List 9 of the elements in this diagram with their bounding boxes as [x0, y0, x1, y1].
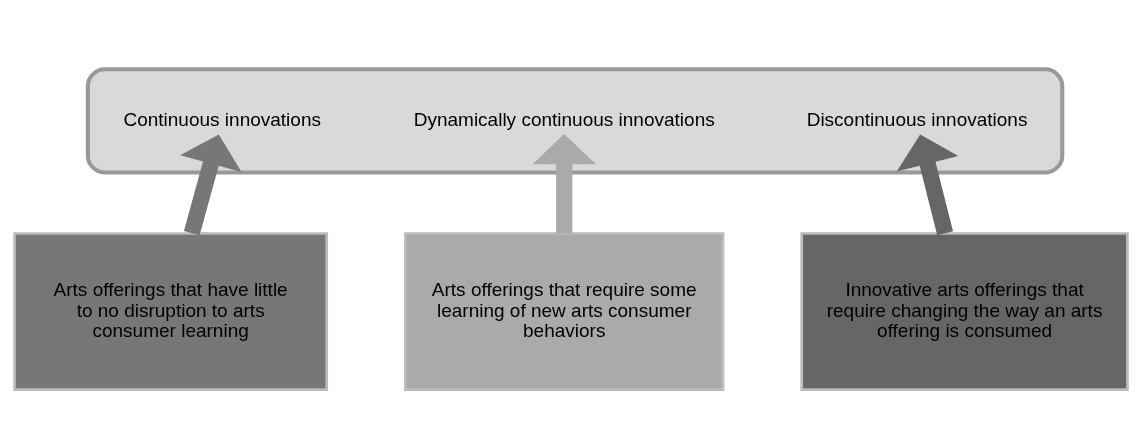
- arrow: [532, 133, 596, 233]
- node-box: Arts offerings that have little to no disruption to arts consumer learning: [13, 231, 329, 391]
- node-text: Continuous innovations: [123, 108, 321, 130]
- node-text: Dynamically continuous innovations: [413, 108, 715, 130]
- node-text: Discontinuous innovations: [806, 108, 1028, 130]
- node-box: Arts offerings that require some learning of new arts consumer behaviors: [404, 231, 725, 391]
- arrow: [180, 133, 242, 235]
- node-box: Innovative arts offerings that require changing the way an arts offering is consumed: [800, 231, 1129, 391]
- arrow: [896, 133, 959, 235]
